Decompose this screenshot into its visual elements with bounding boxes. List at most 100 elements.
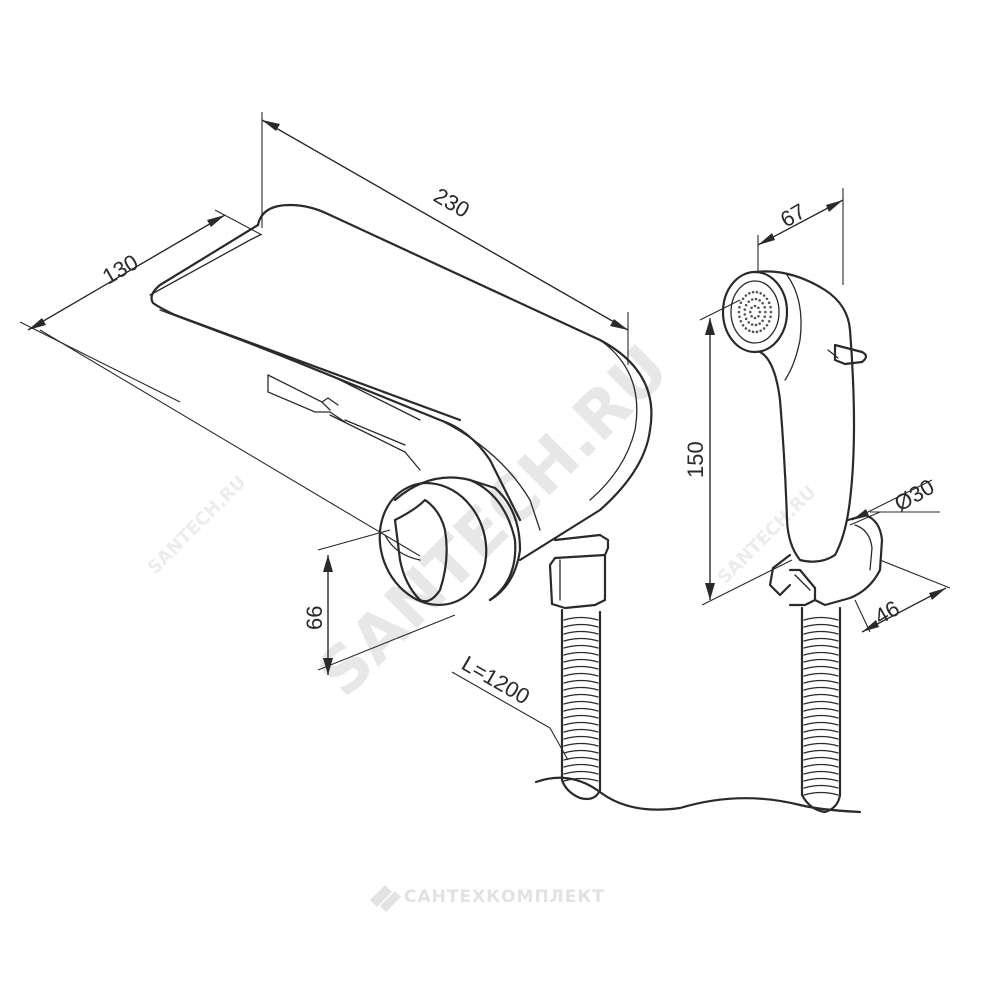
nozzle-hole (743, 313, 747, 316)
dimension-66-label: 66 (302, 606, 327, 630)
hose-rib (803, 728, 839, 733)
nozzle-hole (757, 314, 760, 318)
nozzle-hole (755, 330, 759, 334)
nozzle-hole (761, 301, 764, 305)
nozzle-hole (744, 303, 748, 307)
dimension-46: 46 (854, 559, 951, 633)
nozzle-hole (750, 314, 753, 318)
hose-rib (803, 686, 839, 691)
hose-rib (803, 707, 839, 712)
hose-rib (803, 616, 839, 621)
nozzle-hole (753, 316, 757, 320)
dimension-hose-length: L=1200 (451, 651, 569, 761)
hose-rib (563, 756, 599, 761)
nozzle-hole (739, 301, 743, 305)
nozzle-hole (762, 327, 766, 330)
nozzle-hole (750, 306, 753, 310)
nozzle-hole (737, 310, 741, 314)
hose-rib (563, 714, 599, 719)
watermark-layer: SANTECH.RU SANTECH.RU SANTECH.RU САНТЕХК… (144, 332, 821, 912)
nozzle-hole (751, 330, 755, 334)
hose-rib (803, 784, 839, 789)
nozzle-hole (743, 308, 747, 311)
dimension-130: 130 (19, 209, 263, 403)
nozzle-hole (748, 329, 751, 333)
hose-rib (563, 770, 599, 775)
dimension-66: 66 (302, 529, 456, 675)
nozzle-hole (744, 317, 748, 321)
hose-rib (803, 630, 839, 635)
nozzle-hole (759, 329, 762, 333)
nozzle-hole (744, 327, 748, 330)
hose-rib (563, 700, 599, 705)
hose-rib (803, 693, 839, 698)
nozzle-hole (754, 297, 758, 301)
mixer-body (149, 203, 653, 610)
nozzle-hole (769, 315, 772, 319)
hose-rib (563, 616, 599, 621)
nozzle-hole (754, 323, 758, 327)
hose-rib (563, 665, 599, 670)
nozzle-hole (748, 310, 752, 314)
hose-rib (803, 756, 839, 761)
nozzle-hole (758, 310, 762, 314)
nozzle-hole (755, 290, 759, 294)
hose-rib (803, 791, 839, 796)
hose-rib (563, 630, 599, 635)
hose-rib (563, 721, 599, 726)
hose-rib (803, 700, 839, 705)
nozzle-hole (744, 294, 748, 297)
hose-right (800, 606, 842, 814)
hose-rib (803, 679, 839, 684)
dimension-130-label: 130 (98, 249, 142, 289)
nozzle-hole (765, 323, 769, 327)
nozzle-hole (750, 298, 754, 301)
hose-rib (563, 749, 599, 754)
nozzle-hole (757, 306, 760, 310)
hose-rib (563, 644, 599, 649)
nozzle-hole (748, 291, 751, 295)
nozzle-hole (738, 315, 741, 319)
hose-rib (563, 735, 599, 740)
nozzle-hole (769, 310, 773, 314)
nozzle-hole (767, 301, 771, 305)
hose-rib (563, 679, 599, 684)
hose-rib (803, 714, 839, 719)
hose-rib (803, 749, 839, 754)
hose-rib (563, 777, 599, 782)
watermark-small-left: SANTECH.RU (144, 472, 251, 579)
nozzle-hole (747, 321, 751, 324)
dimension-hose-length-label: L=1200 (458, 651, 535, 710)
hose-rib (563, 651, 599, 656)
hose-rib (803, 644, 839, 649)
hose-rib (563, 637, 599, 642)
hose-rib (803, 735, 839, 740)
hose-right-ribs (803, 616, 839, 796)
dimension-diameter-30: Ø30 (849, 474, 940, 526)
dimension-150-label: 150 (683, 441, 708, 478)
nozzle-hole (759, 291, 762, 295)
nozzle-hole (761, 319, 764, 323)
hose-rib (563, 623, 599, 628)
nozzle-hole (741, 323, 745, 327)
nozzle-hole (747, 300, 751, 303)
hose-rib (803, 763, 839, 768)
hose-rib (563, 686, 599, 691)
nozzle-hole (750, 323, 754, 326)
nozzle-hole (763, 315, 766, 318)
hose-rib (563, 763, 599, 768)
hose-rib (563, 658, 599, 663)
nozzle-pattern (737, 290, 773, 334)
nozzle-hole (751, 290, 755, 294)
hose-rib (803, 637, 839, 642)
hose-rib (803, 658, 839, 663)
nozzle-hole (767, 319, 771, 323)
dimension-67-label: 67 (776, 198, 810, 232)
nozzle-hole (758, 299, 761, 302)
hose-rib (803, 742, 839, 747)
nozzle-hole (739, 319, 743, 323)
floor-line (534, 776, 862, 814)
nozzle-hole (738, 305, 741, 309)
nozzle-hole (764, 310, 767, 314)
